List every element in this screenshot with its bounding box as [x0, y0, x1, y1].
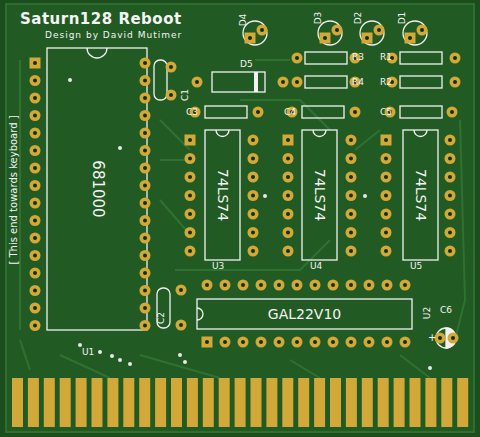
- part-reference: C5: [380, 108, 392, 117]
- part-reference: D2: [354, 12, 363, 25]
- part-reference: U1: [82, 348, 94, 357]
- chip-outline: 74LS74: [403, 130, 438, 260]
- part-reference: U5: [410, 262, 422, 271]
- part-reference: +: [428, 333, 436, 343]
- part-reference: D1: [398, 12, 407, 25]
- part-reference: U4: [310, 262, 322, 271]
- chip-outline: 74LS74: [302, 130, 337, 260]
- part-reference: U3: [212, 262, 224, 271]
- part-reference: R3: [352, 53, 364, 62]
- chip-name: 74LS74: [313, 169, 327, 221]
- chip-name: 74LS74: [216, 169, 230, 221]
- chip-outline: GAL22V10: [197, 299, 412, 329]
- part-reference: C1: [181, 89, 190, 101]
- chip-outline: 74LS74: [205, 130, 240, 260]
- chip-name: 74LS74: [414, 169, 428, 221]
- part-reference: U2: [423, 307, 432, 319]
- part-reference: C4: [284, 108, 296, 117]
- part-reference: D5: [240, 60, 253, 69]
- part-reference: R1: [380, 53, 392, 62]
- part-reference: D4: [239, 14, 248, 27]
- part-reference: D3: [314, 12, 323, 25]
- chip-name: 681000: [90, 160, 105, 217]
- chip-outline: 681000: [47, 48, 147, 330]
- part-reference: C6: [440, 306, 452, 315]
- board-title: Saturn128 Reboot: [20, 12, 182, 27]
- silk-note: [ This end towards keyboard ]: [9, 115, 19, 264]
- part-reference: C3: [186, 108, 198, 117]
- chip-name: GAL22V10: [268, 307, 341, 321]
- silk-note: Design by David Mutimer: [45, 31, 182, 40]
- part-reference: C2: [157, 312, 166, 324]
- part-reference: R2: [380, 78, 392, 87]
- part-reference: R4: [352, 78, 364, 87]
